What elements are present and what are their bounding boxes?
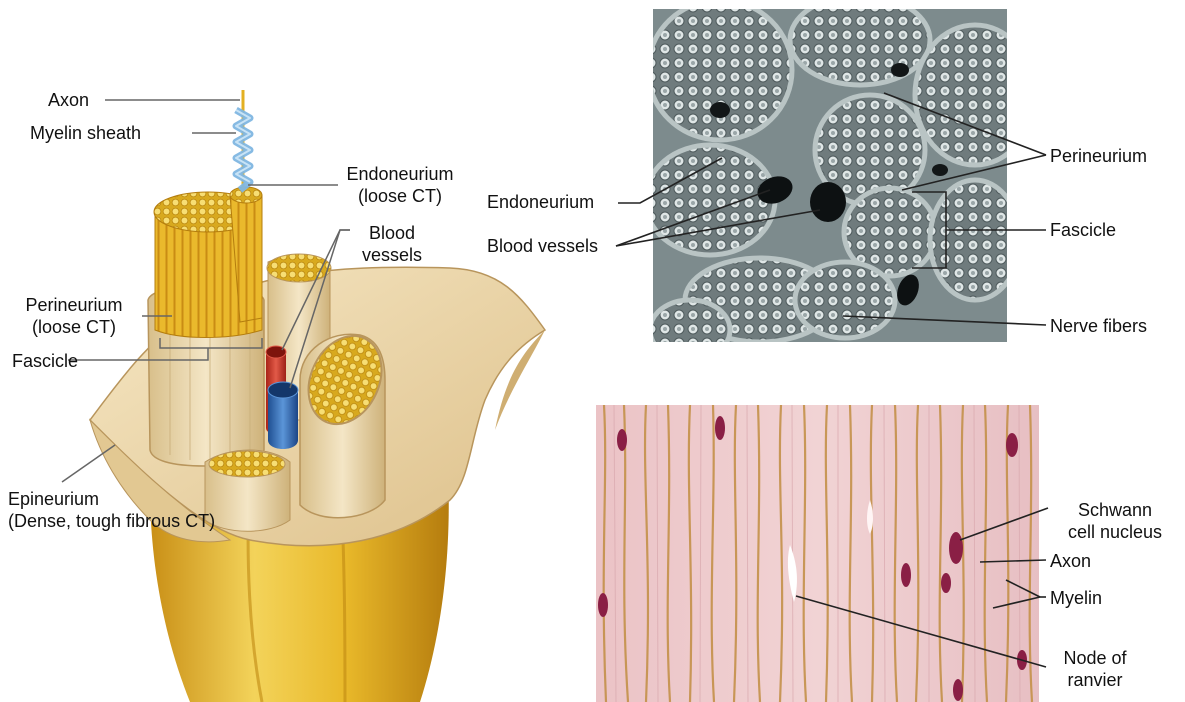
- schwann-nucleus: [1006, 433, 1018, 457]
- label-lm-schwann: Schwann cell nucleus: [1045, 499, 1185, 543]
- label-lm-axon: Axon: [1050, 550, 1091, 572]
- label-lm-myelin: Myelin: [1050, 587, 1102, 609]
- schwann-nucleus: [941, 573, 951, 593]
- label-lm-node-of-ranvier: Node of ranvier: [1050, 647, 1140, 691]
- label-lm-schwann-line2: cell nucleus: [1045, 521, 1185, 543]
- schwann-nucleus: [953, 679, 963, 701]
- schwann-nucleus: [715, 416, 725, 440]
- label-lm-node-line1: Node of: [1050, 647, 1140, 669]
- schwann-nucleus: [598, 593, 608, 617]
- schwann-nucleus: [949, 532, 963, 564]
- label-lm-node-line2: ranvier: [1050, 669, 1140, 691]
- schwann-nucleus: [901, 563, 911, 587]
- label-lm-schwann-line1: Schwann: [1045, 499, 1185, 521]
- schwann-nucleus: [617, 429, 627, 451]
